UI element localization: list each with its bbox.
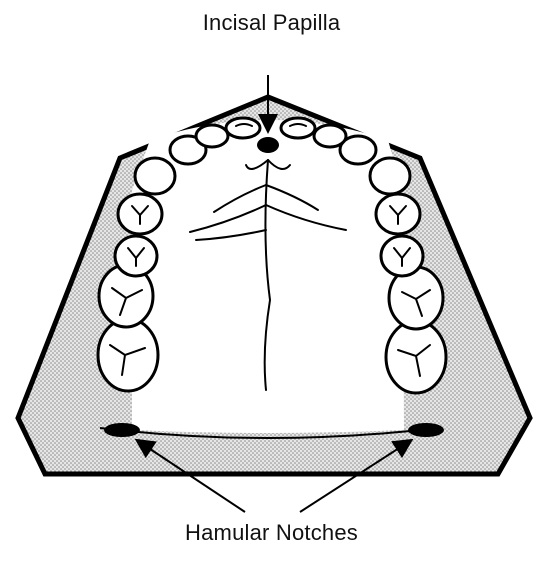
- incisal-papilla-marker: [257, 137, 279, 153]
- hamular-notch-right: [408, 423, 444, 437]
- hamular-notch-left: [104, 423, 140, 437]
